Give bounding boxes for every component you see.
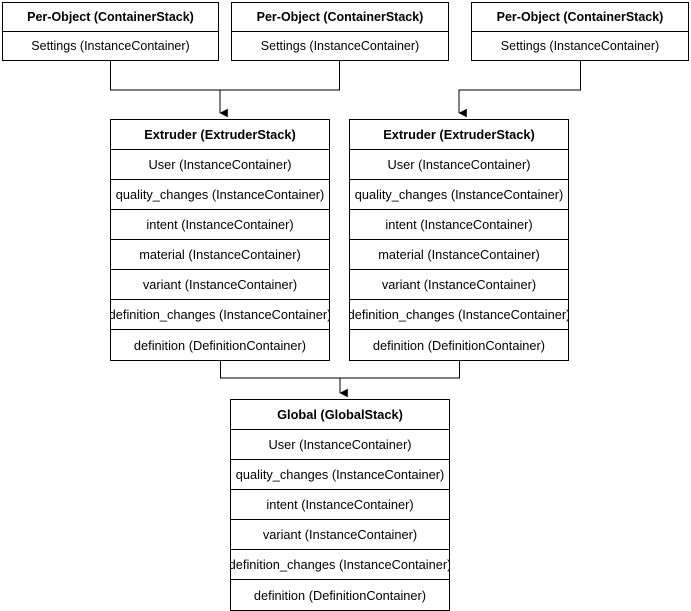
node-row: User (InstanceContainer) [111,150,329,180]
node-per-object-1[interactable]: Per-Object (ContainerStack) Settings (In… [2,2,219,61]
node-header: Global (GlobalStack) [231,400,449,430]
node-row: quality_changes (InstanceContainer) [111,180,329,210]
node-row: Settings (InstanceContainer) [472,32,688,60]
node-row: material (InstanceContainer) [111,240,329,270]
node-row: definition_changes (InstanceContainer) [350,300,568,330]
node-header: Extruder (ExtruderStack) [111,120,329,150]
edge-extruder-2-to-global [340,361,461,379]
edge-per-object-1-to-extruder-1 [109,58,220,91]
node-row: Settings (InstanceContainer) [3,32,218,60]
node-header: Per-Object (ContainerStack) [232,3,448,32]
node-per-object-3[interactable]: Per-Object (ContainerStack) Settings (In… [471,2,689,61]
node-row: definition_changes (InstanceContainer) [231,550,449,580]
node-row: definition_changes (InstanceContainer) [111,300,329,330]
node-row: definition (DefinitionContainer) [111,330,329,360]
node-row: User (InstanceContainer) [350,150,568,180]
edge-per-object-3-to-extruder-2 [458,58,582,118]
node-row: definition (DefinitionContainer) [231,580,449,610]
node-row: material (InstanceContainer) [350,240,568,270]
node-header: Extruder (ExtruderStack) [350,120,568,150]
node-row: intent (InstanceContainer) [350,210,568,240]
node-row: intent (InstanceContainer) [231,490,449,520]
node-per-object-2[interactable]: Per-Object (ContainerStack) Settings (In… [231,2,449,61]
edge-per-object-2-to-extruder-1 [220,58,341,91]
node-extruder-1[interactable]: Extruder (ExtruderStack) User (InstanceC… [110,119,330,361]
edge-extruder-1-to-global [219,361,340,379]
node-row: intent (InstanceContainer) [111,210,329,240]
node-header: Per-Object (ContainerStack) [3,3,218,32]
node-row: User (InstanceContainer) [231,430,449,460]
node-row: quality_changes (InstanceContainer) [350,180,568,210]
node-global[interactable]: Global (GlobalStack) User (InstanceConta… [230,399,450,611]
node-row: variant (InstanceContainer) [111,270,329,300]
node-row: Settings (InstanceContainer) [232,32,448,60]
node-row: variant (InstanceContainer) [350,270,568,300]
node-header: Per-Object (ContainerStack) [472,3,688,32]
node-row: quality_changes (InstanceContainer) [231,460,449,490]
node-row: definition (DefinitionContainer) [350,330,568,360]
node-row: variant (InstanceContainer) [231,520,449,550]
node-extruder-2[interactable]: Extruder (ExtruderStack) User (InstanceC… [349,119,569,361]
